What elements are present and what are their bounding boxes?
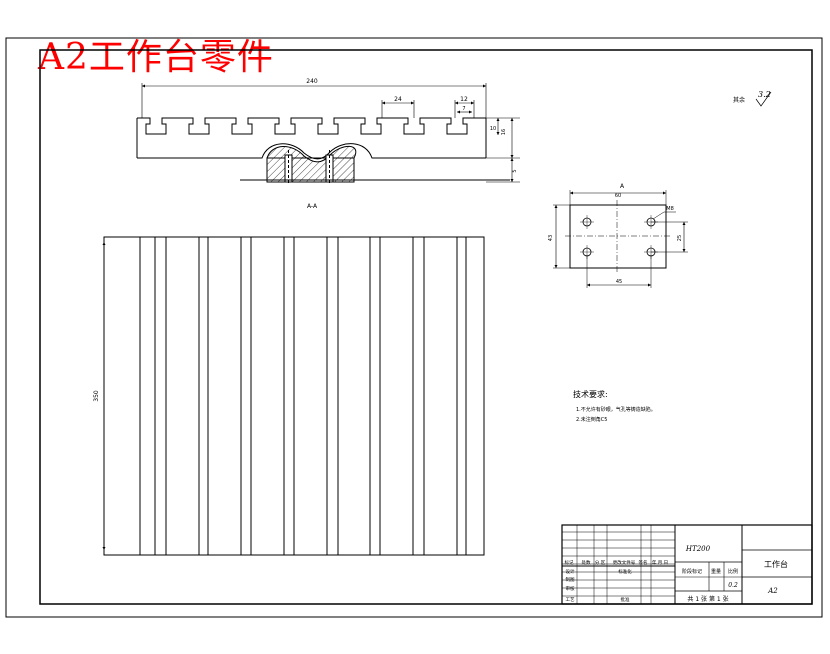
revision-grid bbox=[562, 525, 675, 604]
plan-slot-lines bbox=[139, 237, 467, 555]
plate-dimension-text: A 60 45 43 25 M8 bbox=[548, 183, 683, 285]
section-dimensions bbox=[141, 83, 520, 183]
dim-overall-length: 240 bbox=[306, 78, 318, 85]
dim-hole-callout: M8 bbox=[666, 206, 674, 212]
title-block bbox=[561, 524, 813, 605]
outer-border bbox=[5, 37, 823, 618]
scale-value: 0.2 bbox=[728, 582, 738, 589]
drawing-title: A2工作台零件 bbox=[38, 37, 274, 78]
view-label: A bbox=[620, 183, 625, 190]
stage-label: 阶段标记 bbox=[682, 568, 702, 575]
roughness-symbol-icon bbox=[755, 91, 772, 107]
approve-label: 批准 bbox=[621, 596, 630, 603]
title-block-text: HT200 工作台 A2 阶段标记 重量 比例 0.2 共 1 张 第 1 张 … bbox=[565, 545, 789, 603]
dim-t-slot-width: 7 bbox=[462, 106, 465, 112]
weight-label: 重量 bbox=[711, 568, 721, 575]
section-hatch bbox=[266, 145, 357, 183]
dim-plate-width: 60 bbox=[615, 193, 621, 199]
dim-plate-height: 43 bbox=[548, 235, 554, 241]
section-view bbox=[136, 117, 510, 184]
scale-label: 比例 bbox=[728, 568, 738, 575]
plate-view bbox=[553, 190, 688, 288]
tech-req-item-2: 2.未注倒角C5 bbox=[576, 416, 607, 423]
rev-header-zone: 分 区 bbox=[595, 559, 606, 566]
dim-slot-depth: 16 bbox=[501, 129, 507, 135]
plate-holes bbox=[580, 215, 658, 259]
dim-hole-vertical: 25 bbox=[677, 235, 683, 241]
process-label: 工艺 bbox=[566, 597, 575, 603]
dim-hole-spacing: 45 bbox=[616, 279, 622, 285]
part-name: 工作台 bbox=[764, 559, 788, 569]
lower-edge bbox=[137, 143, 486, 160]
sheet-text: 共 1 张 第 1 张 bbox=[687, 595, 728, 603]
dim-base-height: 5 bbox=[512, 169, 518, 172]
dim-slot-offset: 10 bbox=[490, 126, 496, 132]
tech-req-heading: 技术要求: bbox=[573, 389, 608, 399]
rev-header-date: 年 月 日 bbox=[652, 559, 668, 566]
drafter-label: 制图 bbox=[566, 576, 575, 583]
dim-slot-width: 12 bbox=[460, 96, 468, 103]
material: HT200 bbox=[685, 545, 711, 553]
rev-header-doc: 更改文件号 bbox=[613, 559, 636, 566]
surface-finish-value: 3.2 bbox=[758, 90, 771, 99]
rev-header-count: 处数 bbox=[582, 559, 591, 566]
surface-finish-label: 其余 bbox=[733, 96, 745, 104]
technical-requirements: 技术要求: 1.不允许有砂眼，气孔等铸造缺陷。 2.未注倒角C5 bbox=[573, 389, 656, 423]
checker-label: 审核 bbox=[566, 585, 575, 592]
section-label: A-A bbox=[307, 203, 318, 210]
rev-header-sign: 签名 bbox=[639, 559, 648, 566]
surface-finish: 其余 3.2 bbox=[733, 90, 772, 107]
plan-view bbox=[102, 236, 485, 556]
standardize-label: 标准化 bbox=[618, 568, 632, 575]
dim-table-width: 350 bbox=[93, 390, 100, 402]
section-dimension-text: 240 24 12 7 10 16 5 A-A bbox=[306, 78, 518, 210]
tech-req-item-1: 1.不允许有砂眼，气孔等铸造缺陷。 bbox=[576, 406, 656, 413]
drawing-no: A2 bbox=[767, 587, 778, 595]
dim-slot-pitch: 24 bbox=[394, 96, 402, 103]
rev-header-mark: 标记 bbox=[565, 559, 574, 566]
tslot-profile bbox=[137, 117, 486, 135]
inner-frame bbox=[39, 49, 813, 605]
designer-label: 设计 bbox=[566, 568, 575, 575]
